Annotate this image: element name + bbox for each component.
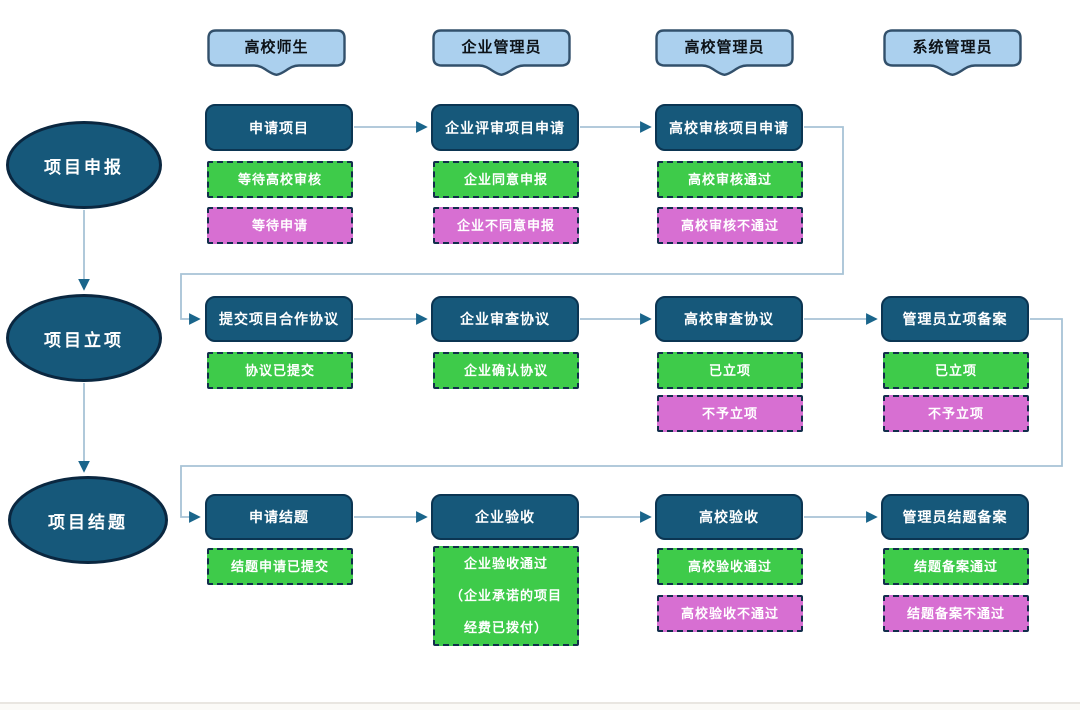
step-university-acceptance: 高校验收 xyxy=(655,494,803,540)
status-label: 结题备案通过 xyxy=(913,558,998,574)
step-apply-project: 申请项目 xyxy=(205,104,353,151)
status-label: 结题申请已提交 xyxy=(230,558,329,574)
status-badge: 协议已提交 xyxy=(207,352,353,389)
step-enterprise-acceptance: 企业验收 xyxy=(431,494,579,540)
lane-badge-university-staff: 高校师生 xyxy=(207,29,346,77)
step-label: 管理员立项备案 xyxy=(902,311,1008,327)
status-label: 高校验收通过 xyxy=(687,558,772,574)
step-label: 申请项目 xyxy=(249,119,309,136)
lane-badge-shape xyxy=(655,29,794,77)
phase-oval-project-conclusion: 项目结题 xyxy=(8,476,168,564)
status-badge: 已立项 xyxy=(657,352,803,389)
step-submit-cooperation-agreement: 提交项目合作协议 xyxy=(205,296,353,342)
arrow-r1-loop-to-r2 xyxy=(180,126,844,325)
status-badge: 结题备案通过 xyxy=(883,548,1029,585)
step-label: 高校审查协议 xyxy=(684,311,774,327)
step-label: 高校验收 xyxy=(699,509,759,525)
status-badge: 企业不同意申报 xyxy=(433,207,579,244)
step-enterprise-review-application: 企业评审项目申请 xyxy=(431,104,579,151)
status-label: 企业确认协议 xyxy=(463,362,548,378)
status-label: 企业同意申报 xyxy=(463,171,548,187)
status-label: 已立项 xyxy=(708,362,751,378)
step-enterprise-review-agreement: 企业审查协议 xyxy=(431,296,579,342)
phase-label: 项目申报 xyxy=(44,157,124,177)
bottom-edge-strip xyxy=(0,702,1080,710)
status-badge: 企业验收通过 （企业承诺的项目 经费已拨付） xyxy=(433,546,579,646)
status-label: 企业不同意申报 xyxy=(456,217,555,233)
step-label: 管理员结题备案 xyxy=(902,509,1008,525)
lane-badge-label: 企业管理员 xyxy=(461,39,542,56)
step-university-review-application: 高校审核项目申请 xyxy=(655,104,803,151)
status-badge: 企业同意申报 xyxy=(433,161,579,198)
step-apply-conclusion: 申请结题 xyxy=(205,494,353,540)
status-label: 高校验收不通过 xyxy=(680,605,779,621)
lane-badge-label: 高校师生 xyxy=(244,39,309,56)
step-label: 提交项目合作协议 xyxy=(219,311,339,327)
status-badge: 高校审核不通过 xyxy=(657,207,803,244)
status-label: 等待高校审核 xyxy=(237,171,322,187)
phase-oval-project-declaration: 项目申报 xyxy=(6,121,162,209)
status-badge: 等待高校审核 xyxy=(207,161,353,198)
status-badge: 已立项 xyxy=(883,352,1029,389)
status-badge: 企业确认协议 xyxy=(433,352,579,389)
status-label: 已立项 xyxy=(934,362,977,378)
step-admin-approval-filing: 管理员立项备案 xyxy=(881,296,1029,342)
phase-label: 项目立项 xyxy=(44,330,124,350)
status-label: 结题备案不通过 xyxy=(906,605,1005,621)
step-label: 企业评审项目申请 xyxy=(445,119,565,136)
status-badge: 结题备案不通过 xyxy=(883,595,1029,632)
lane-badge-system-admin: 系统管理员 xyxy=(883,29,1022,77)
lane-badge-label: 系统管理员 xyxy=(912,39,993,56)
lane-badge-enterprise-admin: 企业管理员 xyxy=(432,29,571,77)
step-label: 企业验收 xyxy=(475,509,535,525)
lane-badge-shape xyxy=(207,29,346,77)
step-admin-conclusion-filing: 管理员结题备案 xyxy=(881,494,1029,540)
status-label: 协议已提交 xyxy=(244,362,315,378)
phase-label: 项目结题 xyxy=(48,512,128,532)
lane-badge-shape xyxy=(432,29,571,77)
lane-badge-label: 高校管理员 xyxy=(684,39,765,56)
status-badge: 高校验收通过 xyxy=(657,548,803,585)
lane-badge-shape xyxy=(883,29,1022,77)
status-label: 不予立项 xyxy=(927,405,984,421)
status-label: 高校审核通过 xyxy=(687,171,772,187)
step-label: 申请结题 xyxy=(249,509,309,525)
status-badge: 高校审核通过 xyxy=(657,161,803,198)
arrow-r2-loop-to-r3 xyxy=(180,318,1063,523)
lane-badge-university-admin: 高校管理员 xyxy=(655,29,794,77)
status-badge: 结题申请已提交 xyxy=(207,548,353,585)
step-label: 高校审核项目申请 xyxy=(669,119,789,136)
step-label: 企业审查协议 xyxy=(460,311,550,327)
phase-oval-project-approval: 项目立项 xyxy=(6,294,162,382)
step-university-review-agreement: 高校审查协议 xyxy=(655,296,803,342)
status-label: 等待申请 xyxy=(251,217,308,233)
status-label: 不予立项 xyxy=(701,405,758,421)
status-badge: 高校验收不通过 xyxy=(657,595,803,632)
status-badge: 不予立项 xyxy=(657,395,803,432)
status-badge: 等待申请 xyxy=(207,207,353,244)
status-badge: 不予立项 xyxy=(883,395,1029,432)
status-label: 高校审核不通过 xyxy=(680,217,779,233)
status-label: 企业验收通过 （企业承诺的项目 经费已拨付） xyxy=(449,556,562,635)
